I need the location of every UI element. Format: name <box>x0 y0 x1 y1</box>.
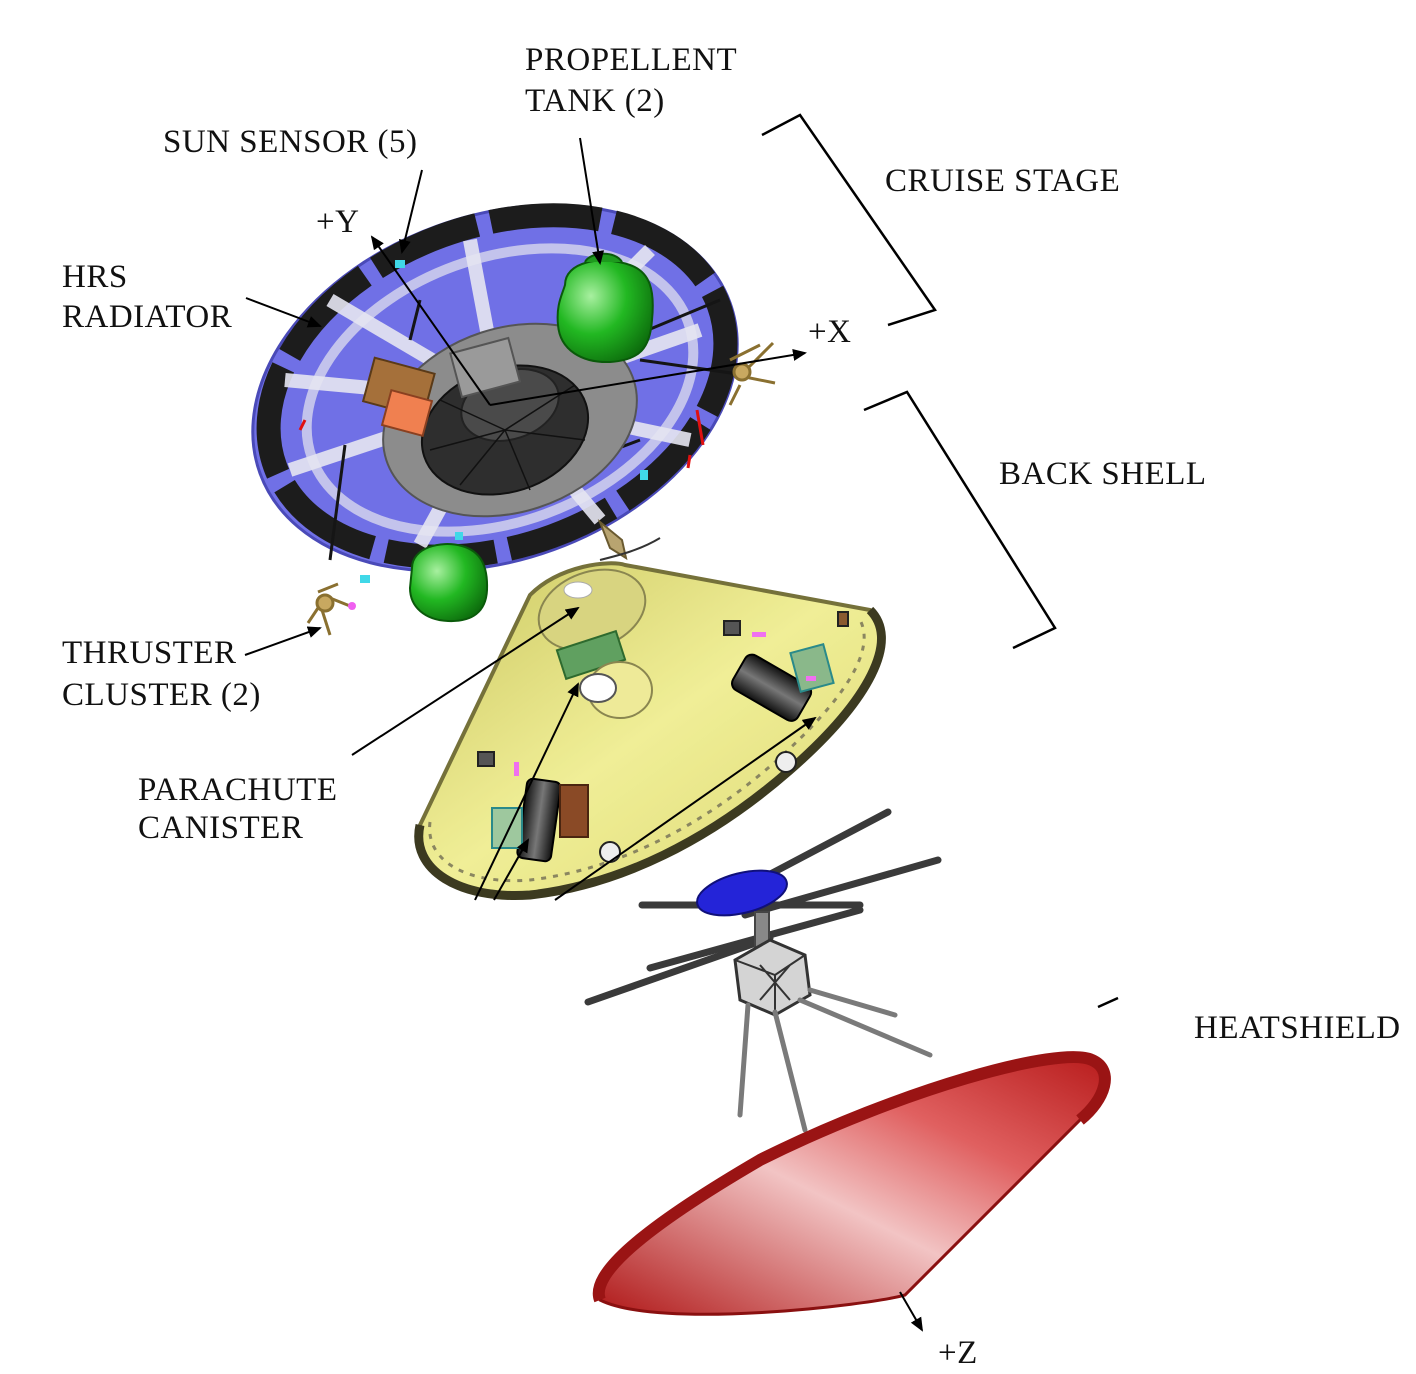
parachute-canister-label-line2: CANISTER <box>138 810 304 846</box>
helicopter-illustration <box>584 808 942 1133</box>
hrs-radiator-label-line1: HRS <box>62 259 128 295</box>
cylinder-leader-c <box>554 716 817 901</box>
heatshield-illustration <box>592 1051 1111 1316</box>
thruster-cluster-label-line1: THRUSTER <box>62 635 237 671</box>
cylinder-leader-b <box>493 838 529 901</box>
hrs-radiator-leader <box>245 297 322 328</box>
heatshield-label: HEATSHIELD <box>1194 1010 1401 1046</box>
y-axis-line <box>370 235 491 406</box>
thruster-cluster-label-line2: CLUSTER (2) <box>62 677 261 713</box>
propellent-tank-upper <box>556 252 654 364</box>
thruster-cluster-left <box>306 582 356 636</box>
propellent-tank-leader <box>579 137 605 265</box>
hrs-radiator-label-line2: RADIATOR <box>62 299 233 335</box>
back-shell-label: BACK SHELL <box>999 456 1207 492</box>
x-axis-label: +X <box>808 314 852 350</box>
y-axis-label: +Y <box>316 204 360 240</box>
sun-sensor-leader <box>399 169 423 254</box>
heatshield-bracket <box>1097 996 1119 1009</box>
propellent-tank-label-line1: PROPELLENT <box>525 42 738 78</box>
thruster-cluster-leader <box>244 626 322 656</box>
cruise-stage-illustration <box>251 203 776 636</box>
sun-sensor-label: SUN SENSOR (5) <box>163 124 418 160</box>
z-axis-line <box>899 1291 924 1332</box>
back-shell-cone <box>416 561 884 898</box>
back-shell-bracket <box>863 390 1057 650</box>
cruise-stage-bracket <box>761 113 937 327</box>
cruise-stage-label: CRUISE STAGE <box>885 163 1121 199</box>
parachute-canister-illustration <box>579 661 653 719</box>
heatshield-disk <box>597 1055 1107 1316</box>
z-axis-label: +Z <box>938 1335 978 1371</box>
cylinder-leader-a <box>474 682 579 901</box>
propellent-tank-label-line2: TANK (2) <box>525 83 665 119</box>
cruise-stage-rim <box>256 203 738 569</box>
parachute-canister-leader <box>351 606 580 756</box>
back-shell-illustration <box>414 561 886 901</box>
propellent-tank-lower <box>408 543 489 623</box>
helicopter-blue-hub <box>696 869 788 917</box>
cylinder-right <box>731 643 835 722</box>
parachute-canister-label-line1: PARACHUTE <box>138 772 338 808</box>
x-axis-line <box>489 349 807 406</box>
